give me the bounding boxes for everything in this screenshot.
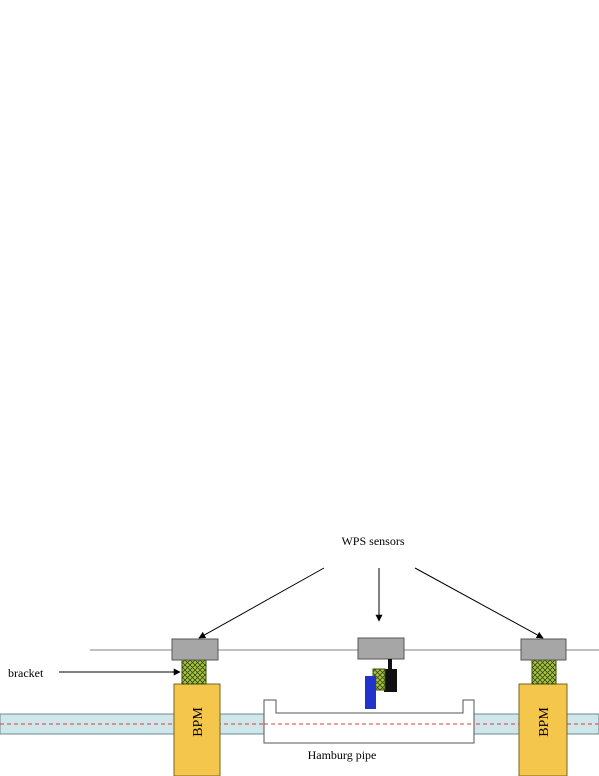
wps-sensors-label: WPS sensors — [341, 534, 404, 548]
blue-block — [365, 676, 376, 709]
bpm-right-label: BPM — [537, 707, 552, 737]
wps-sensor-middle — [357, 637, 405, 660]
arrow-to-left-sensor — [198, 567, 325, 639]
bpm-left-assembly — [171, 638, 221, 776]
bpm-left-block — [173, 683, 221, 776]
middle-sensor-assembly — [357, 637, 405, 709]
bpm-right-block — [518, 683, 568, 776]
wps-sensor-right — [520, 638, 567, 661]
bracket-left — [181, 659, 207, 685]
wps-sensor-left — [171, 638, 219, 661]
bpm-left-label: BPM — [191, 707, 206, 737]
hamburg-pipe-label: Hamburg pipe — [308, 748, 377, 762]
arrow-to-right-sensor — [414, 567, 544, 639]
bracket-label: bracket — [8, 666, 44, 680]
black-block — [384, 669, 397, 692]
hamburg-pipe-body — [263, 699, 475, 744]
bpm-right-assembly — [518, 638, 568, 776]
bracket-right — [531, 659, 557, 685]
